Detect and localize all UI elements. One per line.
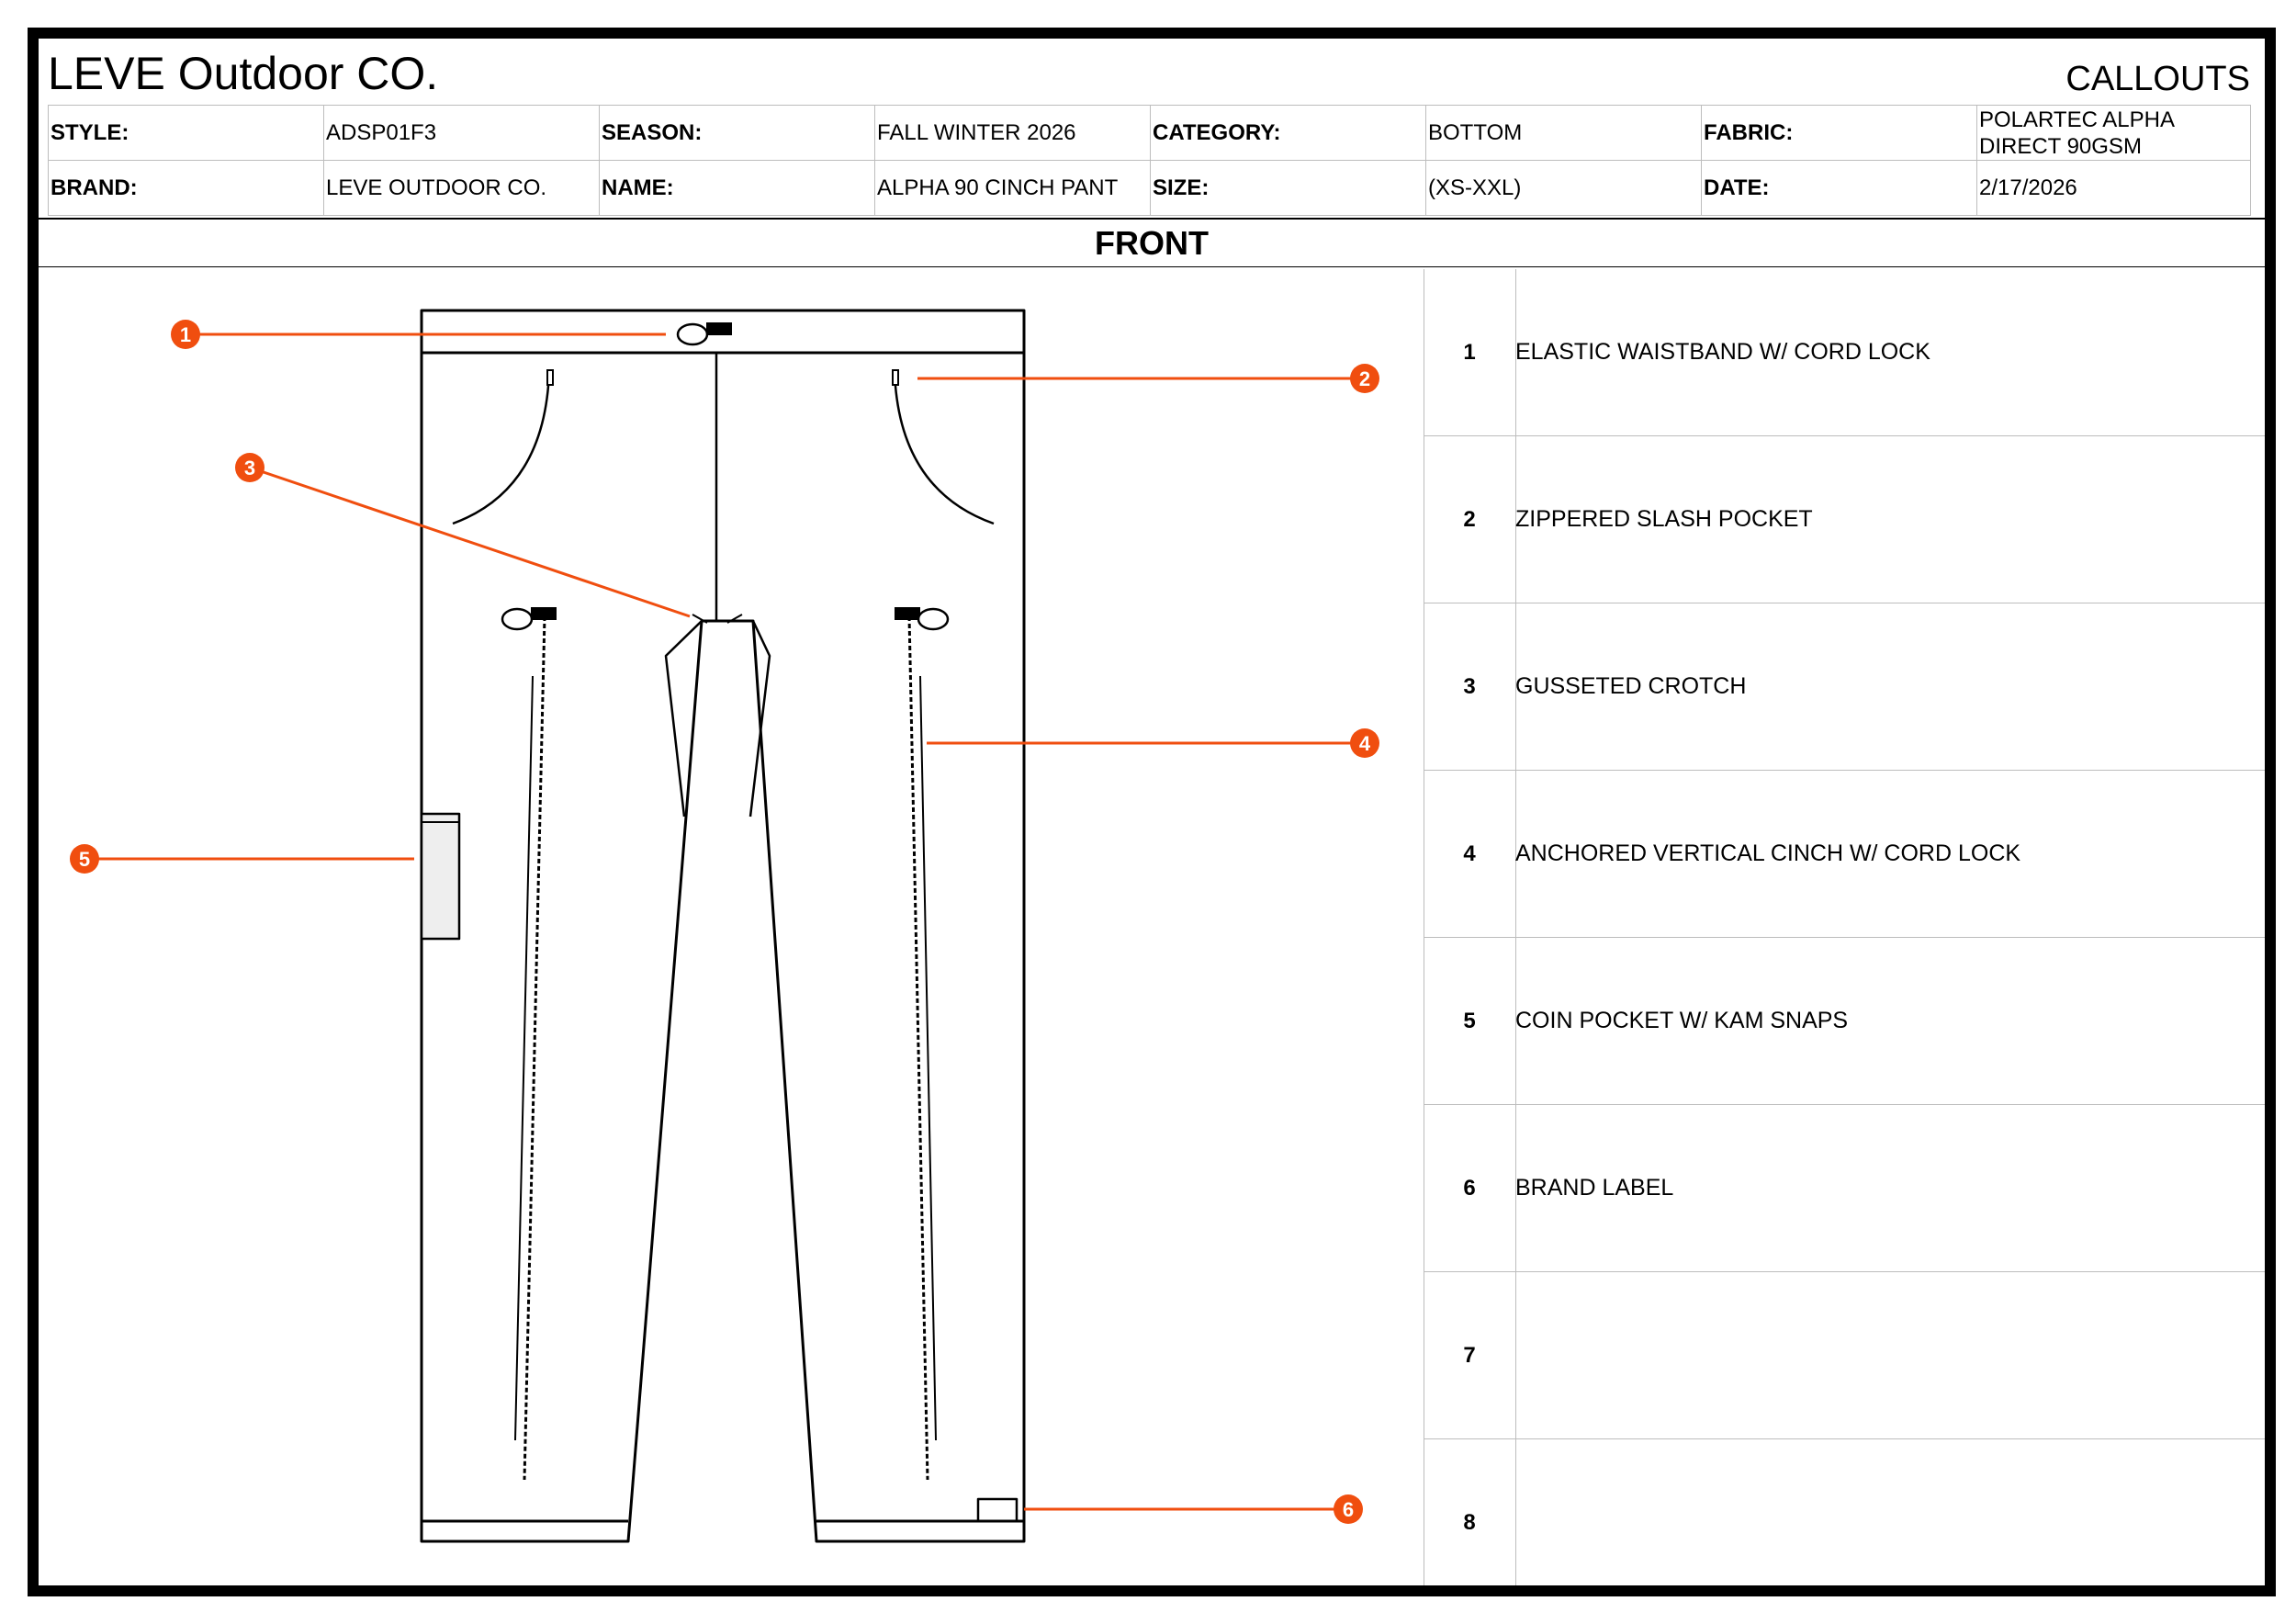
style-label: STYLE: bbox=[48, 105, 324, 161]
category-value: BOTTOM bbox=[1425, 105, 1702, 161]
callout-number: 1 bbox=[1463, 340, 1476, 365]
pant-silhouette bbox=[420, 353, 1026, 1543]
callout-number: 6 bbox=[1463, 1176, 1476, 1201]
callouts-title: CALLOUTS bbox=[2065, 60, 2250, 98]
cinch-cord-right bbox=[907, 615, 929, 1481]
callout-number-divider bbox=[1515, 269, 1516, 1585]
callout-description: ELASTIC WAISTBAND W/ CORD LOCK bbox=[1515, 339, 1930, 365]
callout-row: 4 ANCHORED VERTICAL CINCH W/ CORD LOCK bbox=[1424, 771, 2265, 938]
callout-marker-6: 6 bbox=[1334, 1494, 1363, 1524]
marker-1-number: 1 bbox=[180, 323, 191, 346]
size-label: SIZE: bbox=[1150, 160, 1426, 216]
technical-flat-drawing: 1 2 3 4 5 6 bbox=[39, 269, 1424, 1585]
cinch-cord-left bbox=[523, 615, 546, 1481]
sheet-border bbox=[28, 28, 2276, 1596]
slash-pocket-right bbox=[893, 369, 995, 525]
zipper-pull-right bbox=[892, 369, 899, 386]
gusset-right bbox=[748, 620, 771, 818]
season-value: FALL WINTER 2026 bbox=[874, 105, 1151, 161]
callout-marker-2: 2 bbox=[1350, 364, 1379, 393]
date-label: DATE: bbox=[1701, 160, 1977, 216]
callout-description: ZIPPERED SLASH POCKET bbox=[1515, 506, 1813, 532]
callout-list: 1 ELASTIC WAISTBAND W/ CORD LOCK 2 ZIPPE… bbox=[1424, 269, 2265, 1606]
cord-lock-left bbox=[501, 607, 557, 631]
brand-label-patch bbox=[976, 1497, 1019, 1523]
date-value: 2/17/2026 bbox=[1976, 160, 2251, 216]
cord-lock-right bbox=[895, 607, 950, 631]
gusset-left bbox=[664, 620, 703, 818]
callout-marker-1: 1 bbox=[171, 320, 200, 349]
slash-pocket-left bbox=[452, 369, 551, 525]
fabric-label: FABRIC: bbox=[1701, 105, 1977, 161]
view-title-divider bbox=[39, 266, 2265, 267]
pant-flat-svg: 1 2 3 4 5 6 bbox=[70, 309, 1379, 1543]
callout-description: ANCHORED VERTICAL CINCH W/ CORD LOCK bbox=[1515, 840, 2021, 866]
marker-5-number: 5 bbox=[79, 848, 90, 871]
callout-number: 4 bbox=[1463, 841, 1476, 866]
gusset-tack bbox=[692, 614, 743, 624]
callout-number: 3 bbox=[1463, 674, 1476, 699]
season-label: SEASON: bbox=[599, 105, 875, 161]
cinch-channel-left bbox=[514, 675, 534, 1441]
callout-number: 2 bbox=[1463, 507, 1476, 532]
callout-row: 8 bbox=[1424, 1439, 2265, 1606]
callout-row: 6 BRAND LABEL bbox=[1424, 1105, 2265, 1272]
marker-2-number: 2 bbox=[1359, 367, 1370, 390]
callout-row: 5 COIN POCKET W/ KAM SNAPS bbox=[1424, 938, 2265, 1105]
cinch-channel-right bbox=[919, 675, 937, 1441]
header-divider bbox=[39, 218, 2265, 220]
pant-outline bbox=[420, 309, 1026, 1543]
brand-value: LEVE OUTDOOR CO. bbox=[323, 160, 600, 216]
callout-marker-5: 5 bbox=[70, 844, 99, 874]
callout-number: 5 bbox=[1463, 1009, 1476, 1033]
callout-row: 1 ELASTIC WAISTBAND W/ CORD LOCK bbox=[1424, 269, 2265, 436]
fabric-value: POLARTEC ALPHA DIRECT 90GSM bbox=[1976, 105, 2251, 161]
callout-description: BRAND LABEL bbox=[1515, 1175, 1674, 1201]
marker-3-number: 3 bbox=[244, 457, 255, 479]
info-row-1: STYLE: ADSP01F3 SEASON: FALL WINTER 2026… bbox=[48, 105, 2251, 161]
view-title: FRONT bbox=[1095, 224, 1209, 262]
spec-info-table: STYLE: ADSP01F3 SEASON: FALL WINTER 2026… bbox=[48, 105, 2251, 216]
callout-row: 7 bbox=[1424, 1272, 2265, 1439]
size-value: (XS-XXL) bbox=[1425, 160, 1702, 216]
category-label: CATEGORY: bbox=[1150, 105, 1426, 161]
callout-row: 2 ZIPPERED SLASH POCKET bbox=[1424, 436, 2265, 603]
callout-marker-3: 3 bbox=[235, 453, 264, 482]
callout-description: COIN POCKET W/ KAM SNAPS bbox=[1515, 1008, 1849, 1033]
callout-row: 3 GUSSETED CROTCH bbox=[1424, 603, 2265, 771]
name-value: ALPHA 90 CINCH PANT bbox=[874, 160, 1151, 216]
callout-leaders bbox=[84, 333, 1365, 1511]
callout-description: GUSSETED CROTCH bbox=[1515, 673, 1747, 699]
zipper-pull-left bbox=[546, 369, 554, 386]
brand-label: BRAND: bbox=[48, 160, 324, 216]
leader-3 bbox=[249, 466, 691, 618]
company-name: LEVE Outdoor CO. bbox=[48, 48, 439, 99]
waistband bbox=[420, 309, 1026, 355]
cord-lock-waist bbox=[676, 322, 732, 346]
callout-number: 8 bbox=[1463, 1510, 1476, 1535]
callout-marker-4: 4 bbox=[1350, 728, 1379, 758]
marker-6-number: 6 bbox=[1343, 1498, 1354, 1521]
marker-4-number: 4 bbox=[1359, 732, 1371, 755]
info-row-2: BRAND: LEVE OUTDOOR CO. NAME: ALPHA 90 C… bbox=[48, 160, 2251, 216]
callout-number: 7 bbox=[1463, 1343, 1476, 1368]
coin-pocket bbox=[420, 812, 461, 941]
name-label: NAME: bbox=[599, 160, 875, 216]
style-value: ADSP01F3 bbox=[323, 105, 600, 161]
